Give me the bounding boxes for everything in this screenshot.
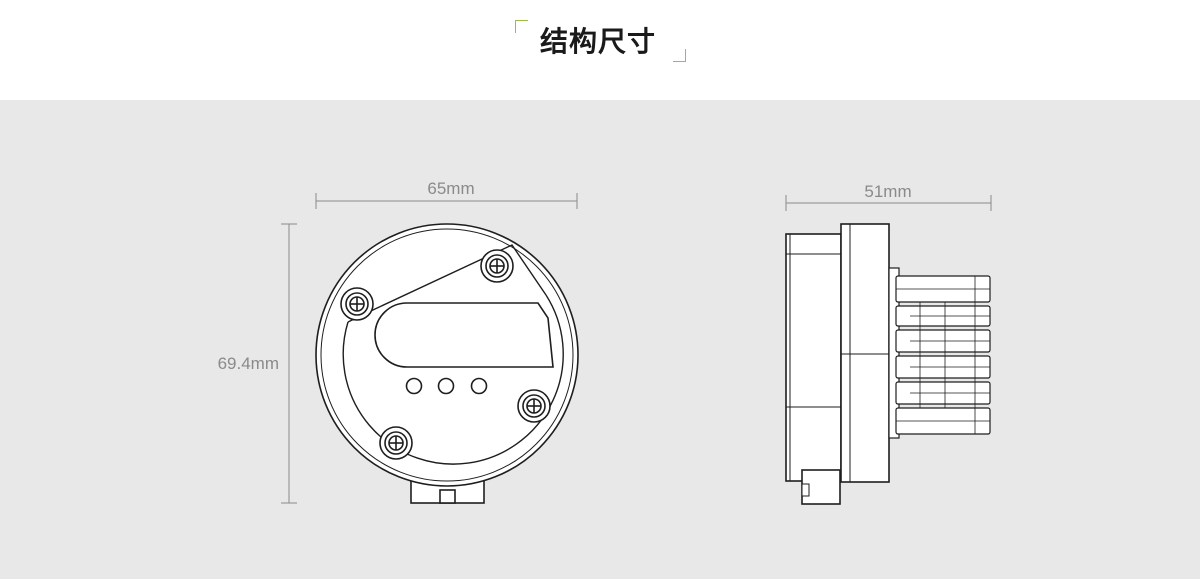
side-view	[785, 223, 991, 505]
title-corner-top-left	[515, 20, 528, 33]
section-title: 结构尺寸	[540, 25, 657, 58]
indicator-hole	[470, 377, 488, 395]
screw-icon	[517, 389, 551, 423]
heatsink-fins	[895, 275, 991, 435]
front-height-label: 69.4mm	[218, 354, 279, 373]
inner-plate	[342, 294, 564, 465]
front-housing-block	[785, 233, 842, 482]
header: 结构尺寸	[0, 0, 1200, 100]
heatsink-base	[888, 267, 900, 439]
main-body	[840, 223, 890, 483]
indicator-hole	[405, 377, 423, 395]
side-width-label: 51mm	[864, 182, 911, 201]
front-width-dimension	[315, 193, 578, 209]
front-view	[315, 223, 579, 504]
screw-icon	[340, 287, 374, 321]
screw-icon	[480, 249, 514, 283]
screw-icon	[379, 426, 413, 460]
front-height-dimension	[281, 223, 297, 504]
front-width-label: 65mm	[427, 179, 474, 198]
central-slot	[374, 302, 554, 368]
connector-notch	[439, 489, 456, 504]
drawing-panel	[0, 100, 1200, 579]
side-width-dimension	[785, 195, 992, 211]
indicator-hole	[437, 377, 455, 395]
title-corner-bottom-right	[673, 49, 686, 62]
outer-rim	[320, 228, 574, 482]
